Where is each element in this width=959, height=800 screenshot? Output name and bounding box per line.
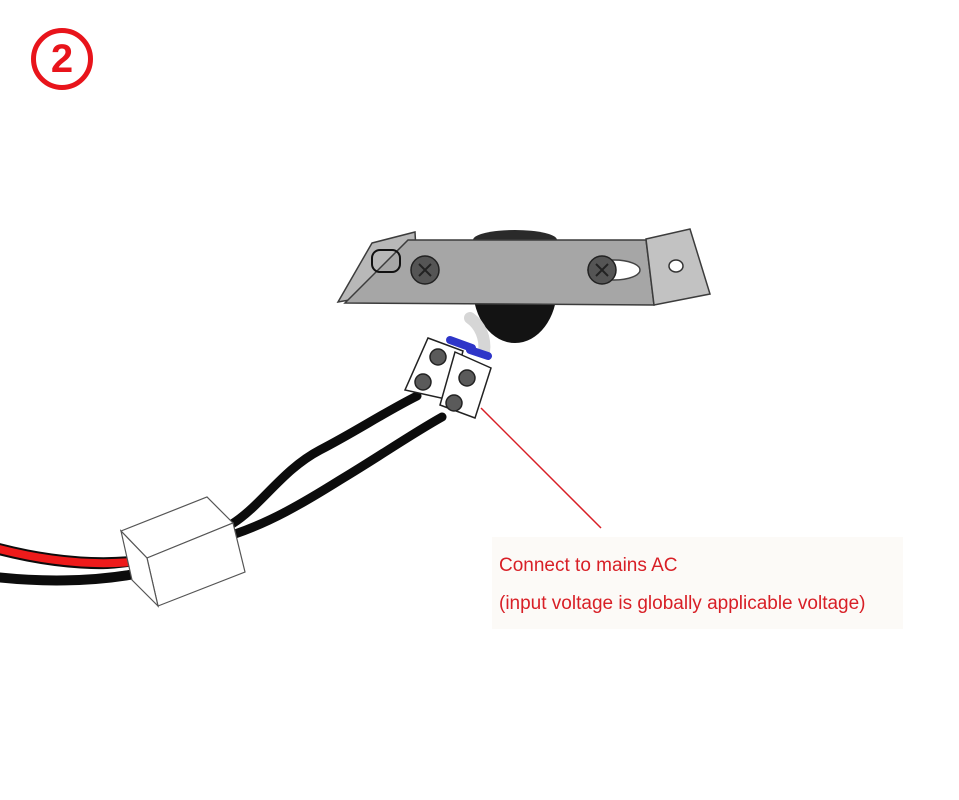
terminal-screws (414, 348, 476, 412)
junction-box (119, 496, 246, 608)
step-number: 2 (50, 37, 74, 81)
lead-wire-lower (230, 412, 447, 539)
black-wire (0, 569, 140, 586)
step-number-badge: 2 (31, 28, 93, 90)
bracket-screw-left (410, 255, 440, 285)
bracket-screw-right (587, 255, 617, 285)
callout-note: (input voltage is globally applicable vo… (499, 593, 866, 614)
mounting-bracket-icon (336, 228, 711, 306)
lead-wire-upper (227, 391, 422, 529)
callout-box: Connect to mains AC (input voltage is gl… (492, 537, 903, 629)
callout-leader-line (480, 407, 602, 529)
callout-title: Connect to mains AC (499, 555, 678, 576)
